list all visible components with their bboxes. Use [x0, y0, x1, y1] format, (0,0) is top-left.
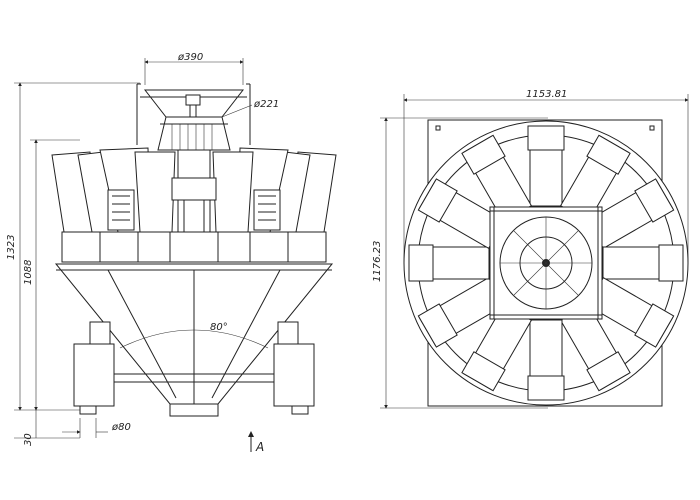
- cone-angle-arc: [119, 329, 269, 349]
- plan-depth-label: 1176.23: [372, 241, 383, 282]
- view-marker-label: A: [255, 440, 264, 454]
- plan-view: 1153.81 1176.23: [372, 89, 689, 409]
- plan-width-label: 1153.81: [526, 89, 567, 100]
- top-diameter-label: ø390: [177, 52, 203, 63]
- cone-angle-label: 80°: [210, 322, 228, 333]
- front-elevation-view: ø390 ø221 1323 1088 30 ø80 80° A: [6, 52, 337, 454]
- feed-bucket-right-4: [212, 151, 254, 233]
- weigh-bucket-row: [61, 231, 327, 263]
- discharge-chute: [169, 403, 219, 417]
- body-height-label: 1088: [23, 260, 34, 285]
- outlet-diameter-label: ø80: [111, 422, 131, 433]
- left-leg: [73, 343, 115, 407]
- inner-diameter-label: ø221: [253, 99, 279, 110]
- radial-hoppers: [408, 125, 684, 401]
- feed-bucket-left-4: [134, 151, 176, 233]
- total-height-label: 1323: [6, 235, 17, 260]
- top-dispersion-cone: [157, 116, 231, 151]
- base-offset-label: 30: [23, 433, 34, 446]
- right-leg: [273, 343, 315, 407]
